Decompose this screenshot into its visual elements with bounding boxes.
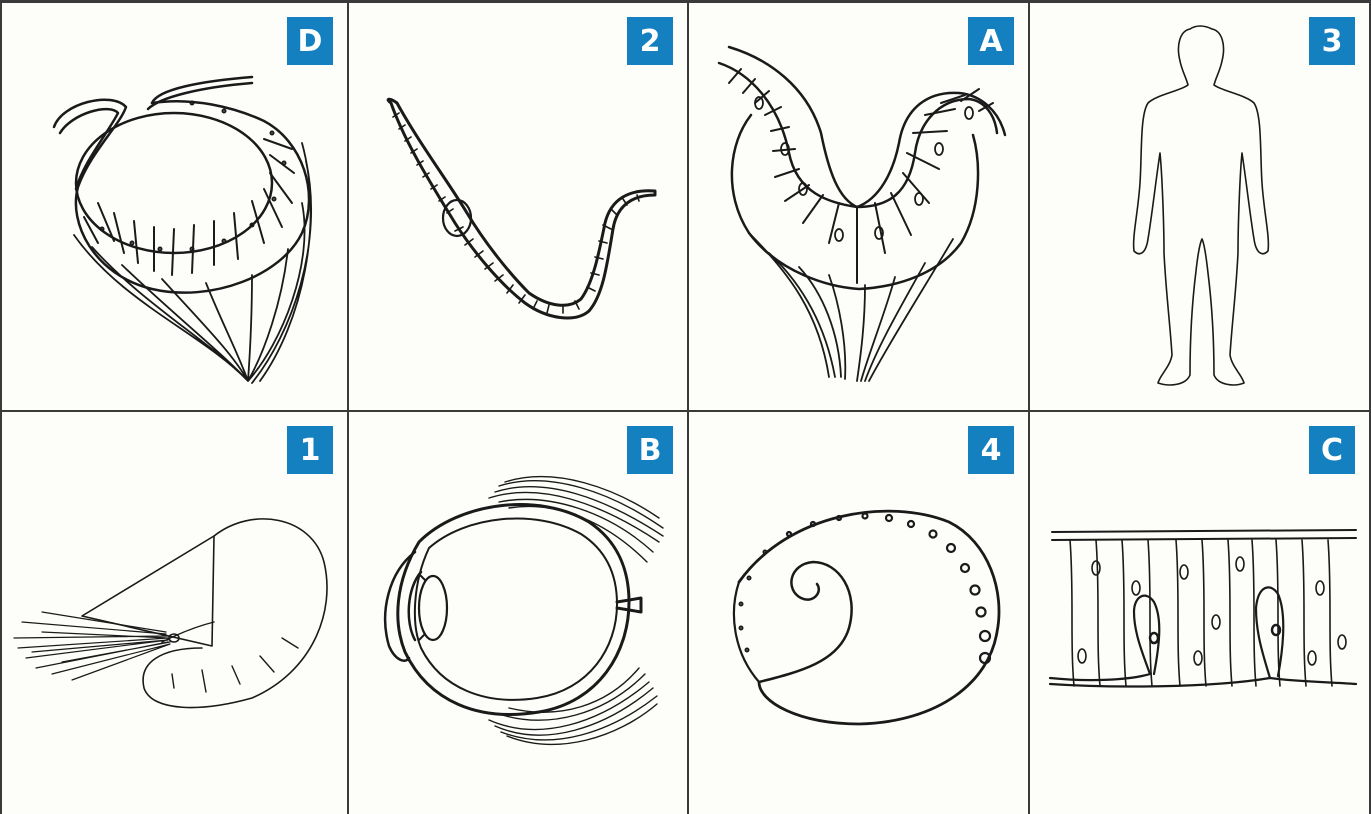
human-figure-icon: [1030, 3, 1369, 407]
panel-1: 1: [0, 410, 347, 814]
human-eye-cross-section-icon: [349, 412, 687, 814]
nautilus-icon: [2, 412, 347, 814]
eyespot-pit-icon: [689, 3, 1028, 407]
panel-a: A: [687, 3, 1028, 410]
panel-c: C: [1028, 410, 1371, 814]
panel-b: B: [347, 410, 687, 814]
cup-shaped-eye-icon: [2, 3, 347, 407]
panel-4: 4: [687, 410, 1028, 814]
light-sensitive-cells-icon: [1030, 412, 1369, 814]
flatworm-icon: [349, 3, 687, 407]
panel-3: 3: [1028, 3, 1371, 410]
snail-shell-icon: [689, 412, 1028, 814]
panel-d: D: [0, 3, 347, 410]
panel-2: 2: [347, 3, 687, 410]
